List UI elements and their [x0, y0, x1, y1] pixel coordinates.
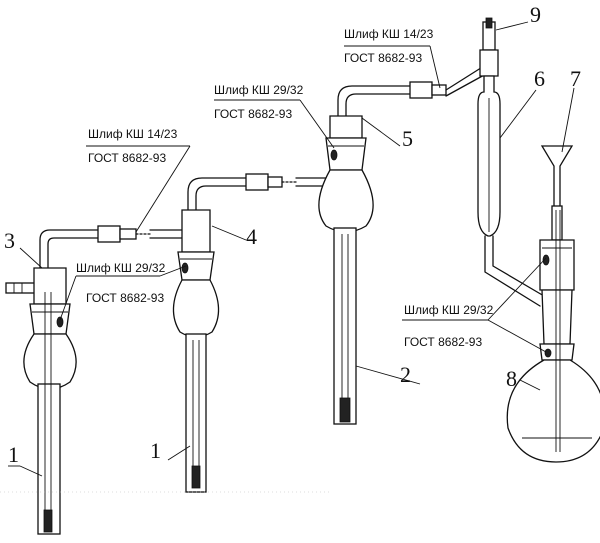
- joint-label-2-line1: Шлиф КШ 29/32: [76, 261, 166, 275]
- trap2-bulb: [172, 279, 220, 338]
- flask-neck: [541, 289, 573, 345]
- joint-label-1-line1: Шлиф КШ 14/23: [88, 127, 178, 141]
- part-number-4: 4: [246, 224, 257, 249]
- top-tube-inner: [345, 93, 413, 135]
- part-number-5: 5: [402, 126, 413, 151]
- joint-label-5-line2: ГОСТ 8682-93: [404, 335, 482, 349]
- part-number-2: 2: [400, 362, 411, 387]
- trap-tube: [37, 383, 61, 535]
- joint-label-5-line1: Шлиф КШ 29/32: [404, 303, 494, 317]
- trap3-head: [329, 115, 363, 139]
- flask-assembly: [506, 145, 600, 463]
- funnel: [540, 145, 574, 211]
- leader-lines: [8, 21, 575, 477]
- trap-head: [33, 267, 67, 305]
- connector-joint-middle: [245, 173, 335, 191]
- top-tube-outer: [337, 85, 413, 135]
- connector-joint-left: [97, 225, 191, 243]
- part-numbers: 1 1 2 3 4 5 6 7 8 9: [4, 2, 581, 467]
- return-tube-outer: [484, 235, 541, 307]
- upper-tube-inner: [195, 185, 249, 239]
- joint-label-4-line2: ГОСТ 8682-93: [344, 51, 422, 65]
- part-number-7: 7: [570, 66, 581, 91]
- part-number-9: 9: [530, 2, 541, 27]
- joint-label-3-line2: ГОСТ 8682-93: [214, 107, 292, 121]
- flask-head: [539, 239, 575, 291]
- inlet-tube-inner: [47, 237, 101, 269]
- flask-body: [506, 359, 600, 463]
- trap2-head: [181, 209, 211, 253]
- connector-joint-right: [409, 65, 487, 99]
- joint-label-3-line1: Шлиф КШ 29/32: [214, 83, 304, 97]
- joint-labels: Шлиф КШ 14/23 ГОСТ 8682-93 Шлиф КШ 29/32…: [76, 27, 494, 349]
- trap-bulb: [23, 333, 77, 390]
- part-number-8: 8: [506, 366, 517, 391]
- part-number-6: 6: [534, 66, 545, 91]
- joint-label-2-line2: ГОСТ 8682-93: [86, 291, 164, 305]
- return-tube-inner: [492, 235, 545, 297]
- joint-label-1-line2: ГОСТ 8682-93: [88, 151, 166, 165]
- trap3-bulb: [318, 169, 374, 233]
- trap-middle: [172, 177, 249, 493]
- joint-label-4-line1: Шлиф КШ 14/23: [344, 27, 434, 41]
- upper-tube-outer: [187, 177, 249, 239]
- inlet-tube-outer: [39, 229, 101, 269]
- part-number-1a: 1: [8, 442, 19, 467]
- trap3-tube: [333, 227, 357, 425]
- part-number-3: 3: [4, 228, 15, 253]
- trap-left: [5, 229, 101, 535]
- side-arm: [5, 282, 37, 294]
- part-number-1b: 1: [150, 438, 161, 463]
- condenser: [477, 17, 545, 307]
- trap-right: [318, 85, 413, 425]
